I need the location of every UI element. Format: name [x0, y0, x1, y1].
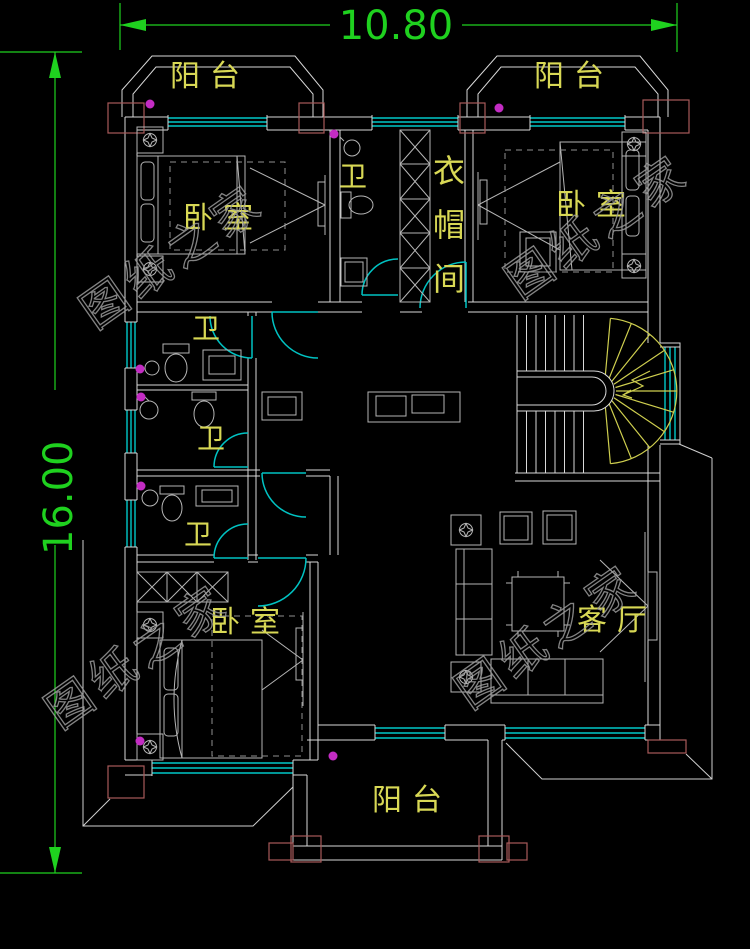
- dimension-top: 10.80: [119, 3, 678, 52]
- staircase: [515, 315, 678, 482]
- furniture-bedroom-bottomleft: [136, 571, 304, 761]
- cloakroom-char-3: 间: [433, 260, 465, 298]
- dimension-width-label: 10.80: [339, 3, 454, 49]
- cloakroom-wardrobe: [399, 129, 431, 303]
- room-label-bathroom-1: 卫: [192, 312, 220, 345]
- room-label-bathroom-3: 卫: [184, 518, 212, 551]
- cloakroom-char-2: 帽: [433, 206, 465, 244]
- stair-fan: [604, 317, 678, 465]
- room-label-bedroom-topright: 卧室: [556, 188, 636, 223]
- bay-window-left: [121, 55, 324, 117]
- room-label-bedroom-bottomleft: 卧室: [210, 605, 290, 640]
- corridor-sideboard: [367, 391, 461, 423]
- stair-direction-arrow: [621, 370, 651, 399]
- room-label-living-room: 客厅: [577, 603, 657, 638]
- furniture-bathroom-1: [144, 343, 242, 383]
- furniture-bedroom-topleft: [136, 126, 326, 283]
- room-label-bathroom-top: 卫: [339, 160, 367, 193]
- watermark-topleft: 图纸之家: [70, 173, 275, 339]
- furniture-bedroom-topright: [477, 131, 647, 279]
- room-labels: 阳台 阳台 阳台 卧室 卧室 卧室 卫 卫 卫 卫 客厅 衣 帽 间: [170, 59, 657, 818]
- room-label-balcony-bottom: 阳台: [372, 783, 452, 818]
- room-label-bedroom-topleft: 卧室: [183, 201, 263, 236]
- dimension-left: 16.00: [0, 51, 82, 874]
- dimension-height-label: 16.00: [36, 440, 82, 555]
- furniture-bathroom-top: [339, 136, 374, 287]
- watermark-topright: 图纸之家: [495, 143, 700, 309]
- furniture-living-room: [450, 510, 658, 704]
- furniture-bathroom-3: [141, 485, 239, 522]
- room-label-balcony-topright: 阳台: [534, 59, 614, 94]
- windows: [125, 115, 680, 776]
- light-dots: [135, 99, 504, 761]
- room-label-cloakroom: 衣 帽 间: [433, 152, 465, 298]
- wall-piers: [107, 99, 690, 863]
- cloakroom-char-1: 衣: [433, 152, 465, 190]
- furniture-bathroom-2: [139, 391, 303, 428]
- room-label-bathroom-2: 卫: [197, 422, 225, 455]
- bay-window-right: [466, 55, 669, 117]
- room-label-balcony-topleft: 阳台: [170, 59, 250, 94]
- roof-eaves: [82, 443, 713, 827]
- watermark-bottomleft: 图纸之家: [35, 573, 240, 739]
- doors: [209, 258, 467, 607]
